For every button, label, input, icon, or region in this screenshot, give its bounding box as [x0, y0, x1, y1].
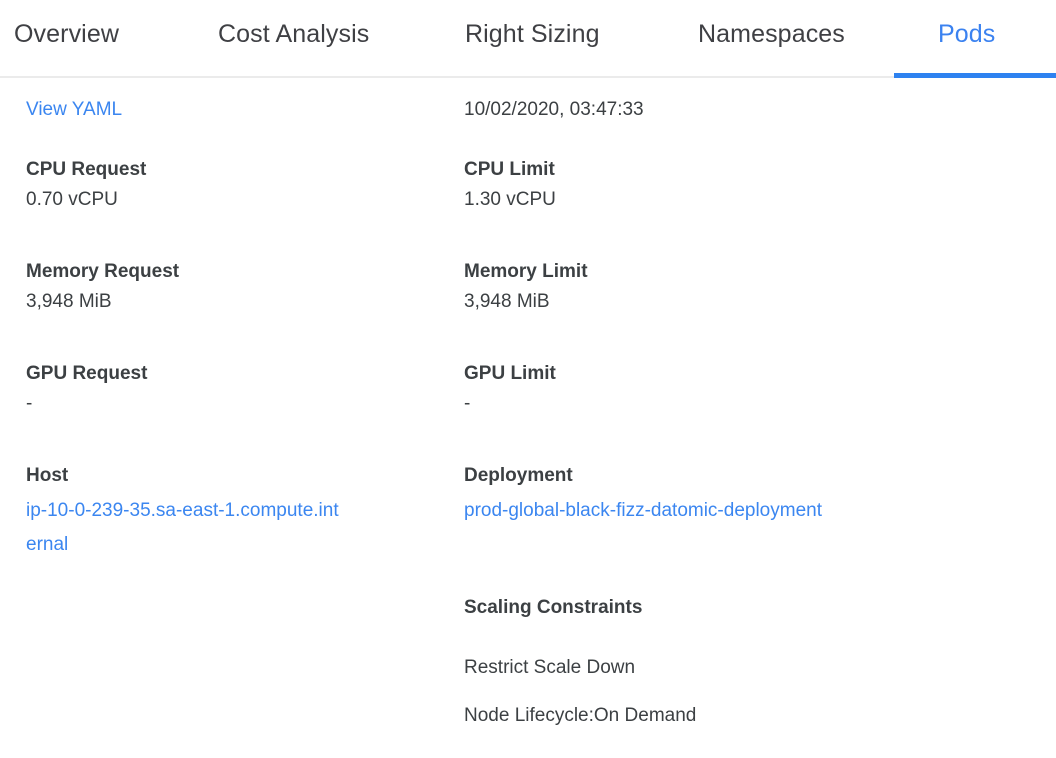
view-yaml-link[interactable]: View YAML: [26, 99, 123, 120]
field-cpu-request: CPU Request 0.70 vCPU: [26, 158, 146, 212]
tab-overview[interactable]: Overview: [14, 20, 119, 48]
cpu-limit-value: 1.30 vCPU: [464, 189, 556, 210]
field-scaling-constraints: Scaling Constraints Restrict Scale Down …: [464, 596, 839, 728]
deployment-link[interactable]: prod-global-black-fizz-datomic-deploymen…: [464, 500, 822, 521]
tab-right-sizing[interactable]: Right Sizing: [465, 20, 600, 48]
memory-request-label: Memory Request: [26, 261, 180, 282]
host-link[interactable]: ip-10-0-239-35.sa-east-1.compute.interna…: [26, 500, 339, 555]
field-gpu-limit: GPU Limit -: [464, 362, 556, 416]
memory-limit-label: Memory Limit: [464, 261, 588, 282]
memory-request-value: 3,948 MiB: [26, 291, 112, 312]
gpu-limit-label: GPU Limit: [464, 363, 556, 384]
host-label: Host: [26, 465, 69, 486]
active-tab-indicator: [894, 73, 1056, 78]
timestamp-value: 10/02/2020, 03:47:33: [464, 99, 644, 120]
scaling-constraint-item: Restrict Scale Down: [464, 657, 636, 678]
scaling-constraints-label: Scaling Constraints: [464, 597, 643, 618]
field-timestamp: 10/02/2020, 03:47:33: [464, 98, 644, 122]
gpu-limit-value: -: [464, 393, 471, 414]
deployment-label: Deployment: [464, 465, 573, 486]
deployment-value: prod-global-black-fizz-datomic-deploymen…: [464, 494, 839, 528]
cpu-request-label: CPU Request: [26, 159, 147, 180]
field-memory-request: Memory Request 3,948 MiB: [26, 260, 179, 314]
field-cpu-limit: CPU Limit 1.30 vCPU: [464, 158, 556, 212]
field-gpu-request: GPU Request -: [26, 362, 147, 416]
tab-namespaces[interactable]: Namespaces: [698, 20, 845, 48]
gpu-request-value: -: [26, 393, 33, 414]
pod-detail-panel: View YAML CPU Request 0.70 vCPU Memory R…: [0, 78, 1056, 758]
scaling-constraint-item: Node Lifecycle:On Demand: [464, 705, 697, 726]
tab-bar: Overview Cost Analysis Right Sizing Name…: [0, 0, 1056, 78]
field-memory-limit: Memory Limit 3,948 MiB: [464, 260, 588, 314]
memory-limit-value: 3,948 MiB: [464, 291, 550, 312]
host-value: ip-10-0-239-35.sa-east-1.compute.interna…: [26, 494, 348, 562]
tab-pods[interactable]: Pods: [938, 20, 996, 48]
cpu-limit-label: CPU Limit: [464, 159, 555, 180]
field-view-yaml: View YAML: [26, 98, 122, 122]
tab-cost-analysis[interactable]: Cost Analysis: [218, 20, 370, 48]
gpu-request-label: GPU Request: [26, 363, 148, 384]
cpu-request-value: 0.70 vCPU: [26, 189, 118, 210]
field-host: Host ip-10-0-239-35.sa-east-1.compute.in…: [26, 464, 348, 562]
field-deployment: Deployment prod-global-black-fizz-datomi…: [464, 464, 839, 528]
